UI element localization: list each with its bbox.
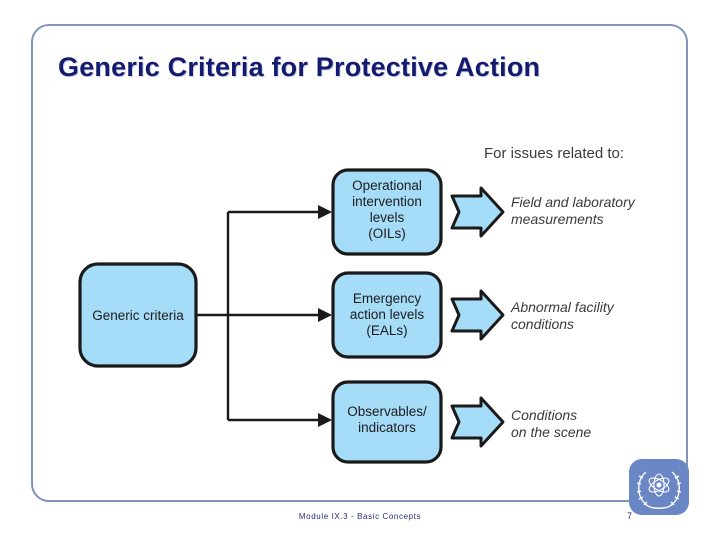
iaea-logo [629,459,689,515]
arrowhead-3 [318,413,332,427]
observables-box-line-1: Observables/ [347,404,427,419]
output-label-2-line-2: conditions [511,316,574,332]
generic-criteria-box-shape [78,262,198,368]
eals-box-line-3: (EALs) [366,323,407,338]
block-arrow-right-2 [450,289,505,341]
page-number: 7 [626,511,632,521]
oils-box-line-2: intervention [352,194,422,209]
generic-criteria-box[interactable]: Generic criteria [78,262,198,368]
observables-box[interactable]: Observables/ indicators [331,380,443,464]
output-label-3-line-1: Conditions [511,407,577,423]
observables-box-line-2: indicators [358,420,416,435]
output-label-3-line-2: on the scene [511,424,591,440]
connector-lines [196,210,330,422]
page-title: Generic Criteria for Protective Action [58,52,541,82]
block-arrow-right-3 [450,396,505,448]
block-arrow-right-1 [450,186,505,238]
oils-box-shape [331,168,443,256]
diagram-heading: For issues related to: [484,145,624,162]
output-label-1-line-1: Field and laboratory [511,194,636,210]
footer-label: Module IX.3 - Basic Concepts [298,512,422,521]
eals-box-line-2: action levels [350,307,425,322]
arrowhead-1 [318,205,332,219]
eals-box[interactable]: Emergency action levels (EALs) [331,271,443,359]
arrowhead-2 [318,308,332,322]
iaea-logo-atom-icon [648,473,670,497]
oils-box-line-4: (OILs) [368,226,406,241]
slide-border-frame [31,24,688,502]
eals-box-shape [331,271,443,359]
connector-arrowheads [318,205,332,427]
output-label-2-line-1: Abnormal facility [510,299,615,315]
oils-box-line-3: levels [370,210,405,225]
observables-box-shape [331,380,443,464]
oils-box-line-1: Operational [352,178,422,193]
oils-box[interactable]: Operational intervention levels (OILs) [331,168,443,256]
iaea-logo-laurel-wreath [636,471,682,509]
output-label-1-line-2: measurements [511,211,604,227]
generic-criteria-box-label: Generic criteria [92,308,184,323]
eals-box-line-1: Emergency [353,291,422,306]
